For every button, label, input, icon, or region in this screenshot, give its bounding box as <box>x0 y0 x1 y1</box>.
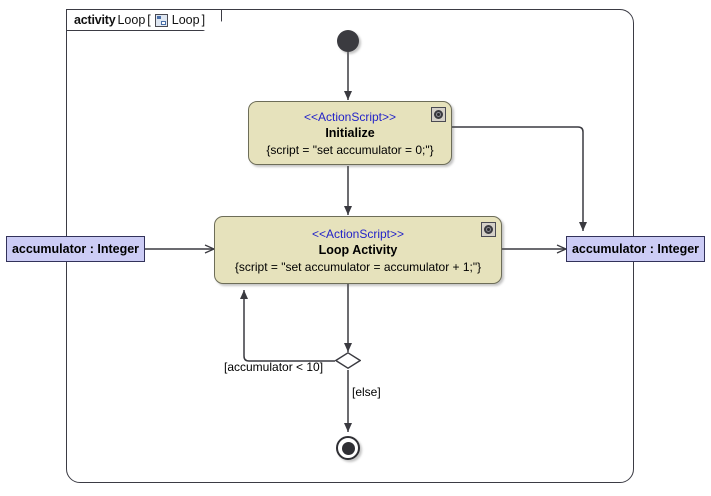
frame-inner-name: Loop <box>171 13 200 27</box>
param-in-label: accumulator : Integer <box>11 242 140 256</box>
edge-decision-loopback-to-loop-activity <box>240 290 335 362</box>
action-node-loop-activity[interactable]: <<ActionScript>> Loop Activity {script =… <box>214 216 502 284</box>
loop-activity-script: {script = "set accumulator = accumulator… <box>234 259 482 274</box>
frame-name: Loop <box>117 13 146 27</box>
gear-glyph <box>434 110 443 119</box>
loop-activity-name: Loop Activity <box>318 242 398 257</box>
frame-bracket-close: ] <box>201 13 206 27</box>
initialize-name: Initialize <box>325 125 375 140</box>
action-node-initialize[interactable]: <<ActionScript>> Initialize {script = "s… <box>248 101 452 165</box>
guard-label-else: [else] <box>352 385 381 399</box>
edge-initialize-to-param-out <box>452 126 587 231</box>
frame-keyword: activity <box>74 13 116 27</box>
activity-parameter-node-output[interactable]: accumulator : Integer <box>566 236 705 262</box>
initialize-stereotype: <<ActionScript>> <box>303 109 397 124</box>
action-script-badge-icon[interactable] <box>481 222 496 237</box>
frame-bracket-open: [ <box>147 13 151 27</box>
activity-final-node[interactable] <box>336 436 360 460</box>
activity-diagram-icon <box>154 13 168 27</box>
action-script-badge-icon[interactable] <box>431 107 446 122</box>
decision-diamond <box>335 352 361 369</box>
loop-activity-stereotype: <<ActionScript>> <box>311 226 405 241</box>
activity-frame-header: activity Loop [ Loop ] <box>66 9 223 31</box>
gear-glyph <box>484 225 493 234</box>
activity-parameter-node-input[interactable]: accumulator : Integer <box>6 236 145 262</box>
param-out-label: accumulator : Integer <box>571 242 700 256</box>
decision-node[interactable] <box>335 352 361 369</box>
initialize-script: {script = "set accumulator = 0;"} <box>266 142 434 157</box>
guard-label-loop: [accumulator < 10] <box>224 360 324 374</box>
initial-node[interactable] <box>337 30 359 52</box>
